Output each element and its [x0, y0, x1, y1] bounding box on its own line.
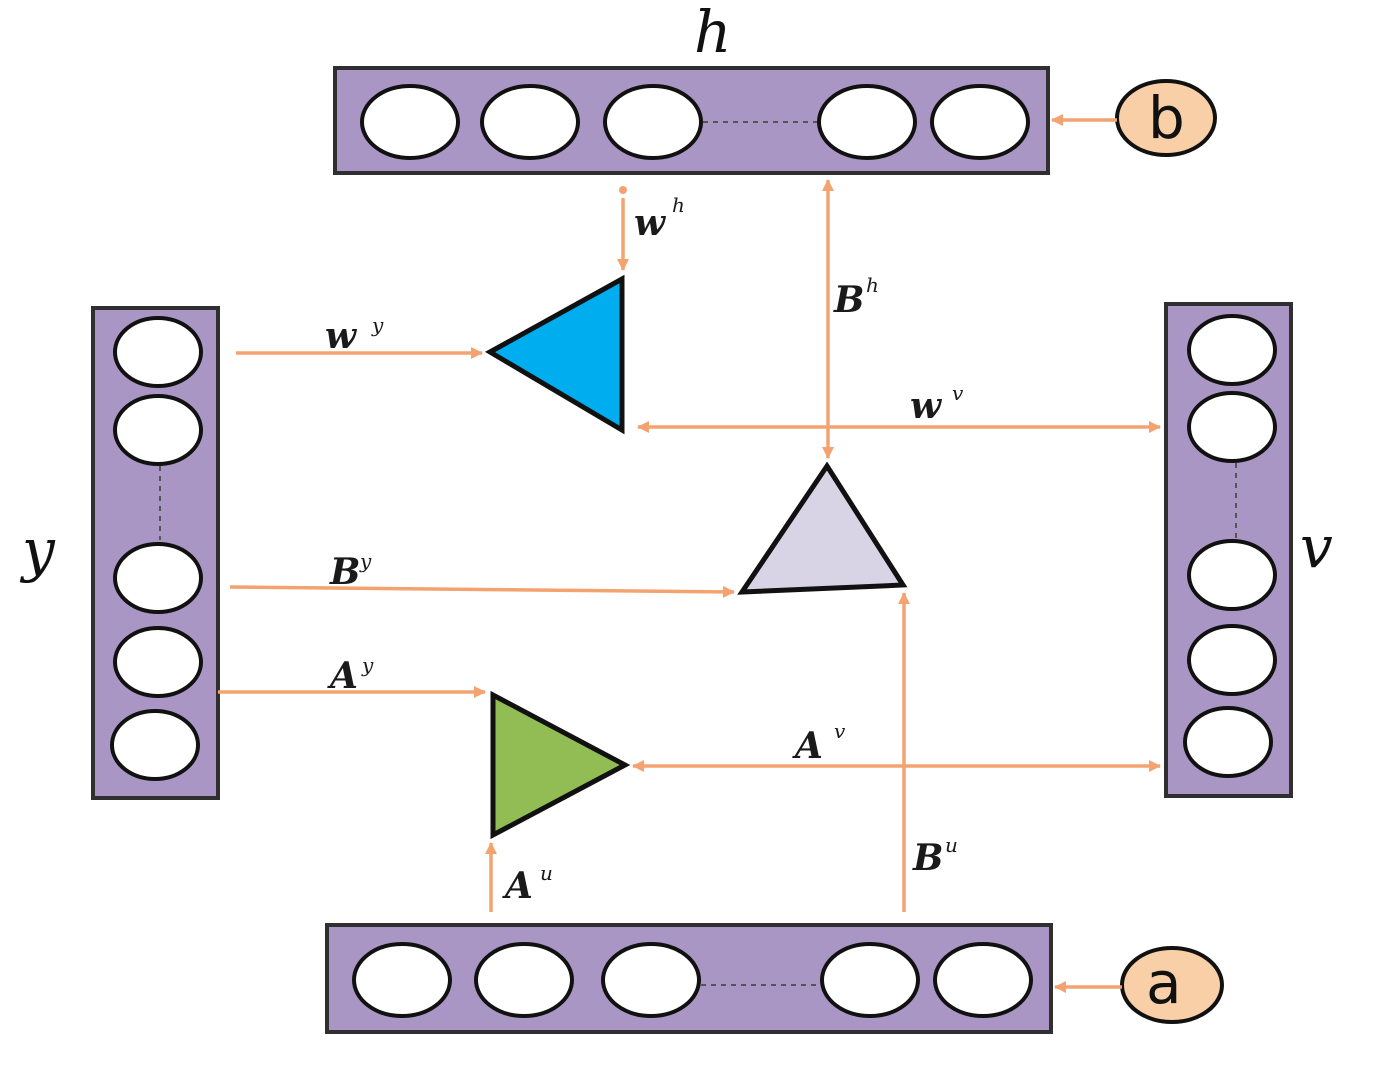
factor-triangle-blue: [484, 274, 625, 435]
label-Au-sup: u: [540, 861, 553, 885]
label-Bh-base: B: [833, 279, 864, 321]
unit: [113, 542, 203, 614]
bias-label-b: b: [1148, 84, 1185, 152]
label-wy-sup: y: [371, 313, 384, 337]
label-Au-base: A: [502, 865, 533, 907]
label-Bu-base: B: [912, 837, 943, 879]
unit: [474, 942, 574, 1018]
layer-v: [1164, 302, 1293, 798]
unit: [110, 709, 200, 781]
connection-wh-endpoint: [619, 186, 627, 194]
unit: [1187, 539, 1277, 611]
label-Ay: A y: [327, 653, 374, 697]
unit: [820, 942, 920, 1018]
unit: [1187, 314, 1277, 386]
label-wv-base: w: [910, 385, 943, 427]
layer-y: [91, 306, 220, 800]
unit: [601, 942, 701, 1018]
unit: [1183, 706, 1273, 778]
factor-triangle-green: [490, 690, 631, 840]
label-Au: A u: [502, 861, 553, 907]
factor-triangle-lavender: [737, 461, 908, 595]
unit: [817, 84, 917, 160]
unit: [113, 316, 203, 388]
unit: [603, 84, 703, 160]
label-By-sup: y: [359, 549, 372, 573]
connection-By: [229, 585, 735, 598]
label-wy: w y: [325, 313, 384, 357]
label-Av: A v: [792, 719, 846, 767]
unit: [933, 942, 1033, 1018]
label-wh-base: w: [634, 202, 667, 244]
label-By: B y: [329, 549, 372, 593]
layer-y-label: y: [19, 516, 56, 584]
bias-circle-a: [1120, 946, 1224, 1024]
label-By-base: B: [329, 551, 360, 593]
bias-node-b: b: [1115, 79, 1217, 157]
layer-v-label: v: [1300, 513, 1333, 581]
label-wh: w h: [634, 193, 685, 244]
unit: [1187, 391, 1277, 463]
bias-node-a: a: [1120, 946, 1224, 1024]
unit: [360, 84, 460, 160]
label-wh-sup: h: [672, 193, 685, 217]
unit: [113, 626, 203, 698]
layer-u: [325, 923, 1053, 1034]
label-wv-sup: v: [952, 381, 964, 405]
bias-circle-b: [1115, 79, 1217, 157]
label-Bh-sup: h: [866, 273, 879, 297]
label-Ay-base: A: [327, 655, 358, 697]
label-Av-base: A: [792, 725, 823, 767]
label-Bu: B u: [912, 833, 958, 879]
label-Ay-sup: y: [361, 653, 374, 677]
label-Bh: B h: [833, 273, 879, 321]
label-Bu-sup: u: [945, 833, 958, 857]
bias-label-a: a: [1146, 949, 1182, 1017]
label-wy-base: w: [325, 315, 358, 357]
unit: [352, 942, 452, 1018]
unit: [113, 394, 203, 466]
label-wv: w v: [910, 381, 964, 427]
unit: [480, 84, 580, 160]
unit: [930, 84, 1030, 160]
unit: [1187, 624, 1277, 696]
label-Av-sup: v: [834, 719, 846, 743]
layer-h-label: h: [694, 0, 731, 66]
layer-h: [333, 66, 1050, 175]
